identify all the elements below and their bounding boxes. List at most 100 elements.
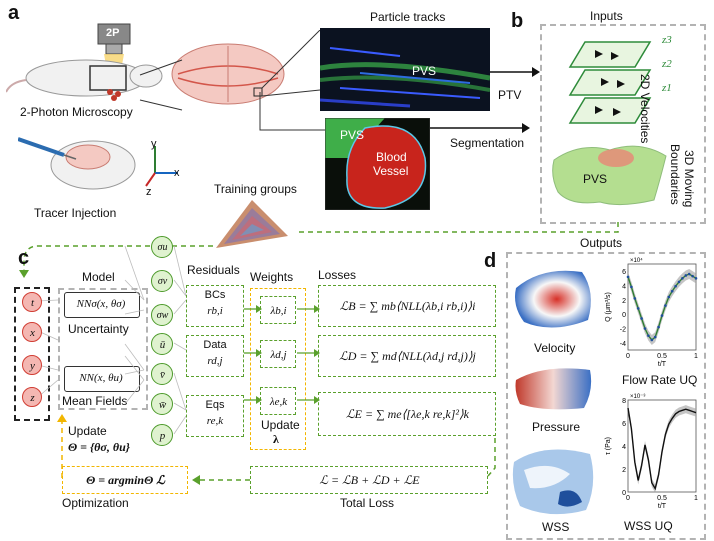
flow-uncertainty-band xyxy=(628,269,696,345)
argmin-eq: Θ = argminΘ ℒ xyxy=(86,473,165,487)
wss-label: WSS xyxy=(542,520,570,534)
output-v: v̄ xyxy=(160,368,165,381)
flow-ytick: 4 xyxy=(622,284,626,291)
flow-data-point xyxy=(694,277,698,280)
flow-data-point xyxy=(643,327,647,330)
mean-fields-label: Mean Fields xyxy=(62,394,128,408)
brain-illustration xyxy=(168,38,288,110)
input-node-y xyxy=(22,355,42,375)
flow-data-point xyxy=(664,304,667,307)
wss-ytick: 2 xyxy=(622,467,626,474)
zoom-lines xyxy=(139,30,326,131)
loss-d: ℒD = ∑ md⟨NLL(λd,j rd,j)⟩j xyxy=(339,349,476,363)
output-node-sigma-u xyxy=(151,236,173,258)
flow-ylabel: Q (μm³/s) xyxy=(605,292,612,322)
output-w: w̄ xyxy=(158,398,167,411)
axis-x-label: x xyxy=(174,167,180,179)
ptv-label: PTV xyxy=(498,88,522,102)
input-node-t xyxy=(22,292,42,312)
panel-a-label: a xyxy=(8,2,20,24)
output-node-sigma-w xyxy=(151,304,173,326)
nn-sigma: NNσ(x, θσ) xyxy=(76,298,126,310)
pvs-boundary-label: PVS xyxy=(583,172,608,186)
output-p: p xyxy=(159,429,166,442)
panel-b-label: b xyxy=(511,10,524,32)
velocity-planes-graphic xyxy=(555,32,665,132)
flow-data-point xyxy=(674,284,677,288)
residual-eqs-name: Eqs xyxy=(205,399,225,411)
boundaries-line2: Boundaries xyxy=(668,144,682,205)
wss-xtick: 0.5 xyxy=(657,495,667,502)
inputs-title: Inputs xyxy=(590,9,623,23)
output-u: ū xyxy=(159,338,166,351)
outputs-title: Outputs xyxy=(580,236,623,250)
update-arrow xyxy=(57,414,67,478)
wss-ytick: 4 xyxy=(622,444,626,451)
total-loss-label: Total Loss xyxy=(340,496,395,510)
loss-e: ℒE = ∑ me⟨[λe,k re,k]²⟩k xyxy=(346,407,469,421)
output-node-p xyxy=(151,424,173,446)
inputs-box xyxy=(540,24,706,224)
wss-caption: WSS UQ xyxy=(624,519,673,533)
axis-y-label: y xyxy=(151,138,157,150)
output-node-w xyxy=(151,393,173,415)
outputs-to-residuals xyxy=(173,245,187,435)
input-t: t xyxy=(30,296,35,309)
wss-exponent: ×10⁻³ xyxy=(630,394,645,400)
flow-ytick: 2 xyxy=(622,298,626,305)
weights-box xyxy=(250,288,306,450)
pvs-top-label: PVS xyxy=(412,64,437,78)
z2-label: z2 xyxy=(662,58,672,70)
blood-vessel-line2: Vessel xyxy=(373,164,409,178)
flow-data-point xyxy=(660,314,664,317)
loss-box-b xyxy=(318,285,496,327)
output-node-u xyxy=(151,333,173,355)
output-node-v xyxy=(151,363,173,385)
ptv-arrow xyxy=(490,67,540,77)
lambda-symbol: λ xyxy=(273,432,279,446)
wss-field-graphic xyxy=(510,440,598,520)
flow-data-point xyxy=(633,297,637,300)
update-label: Update xyxy=(261,418,300,432)
total-loss-box xyxy=(250,466,488,494)
residual-box-bcs xyxy=(186,285,244,327)
optimization-box xyxy=(62,466,188,494)
flow-xtick: 0.5 xyxy=(657,353,667,360)
nn-main: NN(x, θu) xyxy=(79,372,123,384)
wss-ylabel: τ (Pa) xyxy=(605,437,612,455)
flow-data-point xyxy=(657,325,660,329)
panel-d-label: d xyxy=(484,250,497,272)
residual-box-data xyxy=(186,335,244,377)
segmentation-label: Segmentation xyxy=(450,136,525,150)
residual-eqs-sym: re,k xyxy=(206,415,224,427)
flow-data-point xyxy=(691,274,694,278)
weights-title: Weights xyxy=(250,270,294,284)
flow-data-point xyxy=(681,277,684,280)
wss-xlabel: t/T xyxy=(658,503,667,510)
optimization-label: Optimization xyxy=(62,496,129,510)
inputs-column xyxy=(14,287,50,421)
flow-ytick: -4 xyxy=(620,341,626,348)
pressure-label: Pressure xyxy=(532,420,581,434)
loss-box-e xyxy=(318,392,496,436)
input-node-x xyxy=(22,322,42,342)
model-title: Model xyxy=(82,270,115,284)
wss-xtick: 1 xyxy=(694,495,698,502)
z3-label: z3 xyxy=(662,34,672,46)
update-theta-line2: Θ = {θσ, θu} xyxy=(68,440,130,454)
flow-data-point xyxy=(653,335,657,339)
uncertainty-label: Uncertainty xyxy=(68,322,129,336)
training-groups-graphic xyxy=(206,196,292,254)
particle-tracks-image xyxy=(320,28,490,111)
residuals-title: Residuals xyxy=(187,263,240,277)
flow-data-point xyxy=(684,274,688,277)
nn-main-box xyxy=(64,366,140,392)
model-box xyxy=(58,288,148,410)
wss-ytick: 6 xyxy=(622,421,626,428)
flow-data-point xyxy=(650,338,654,342)
weight-d: λd,j xyxy=(270,348,287,361)
feedback-arrow-b-to-c xyxy=(19,222,619,278)
residual-bcs-sym: rb,i xyxy=(207,305,223,317)
flow-arrows xyxy=(244,305,320,404)
